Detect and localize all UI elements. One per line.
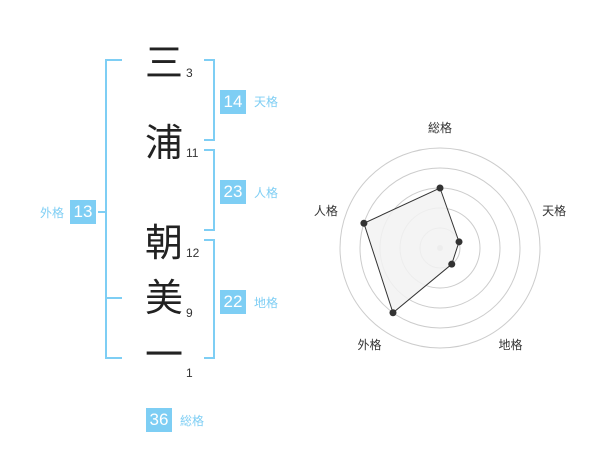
- soukaku-label: 総格: [180, 414, 205, 428]
- radar-point-3: [448, 260, 456, 268]
- radar-point-1: [436, 184, 444, 192]
- stroke-count-2: 11: [186, 146, 199, 160]
- gaikaku-bracket: [105, 59, 122, 359]
- radar-ring-4: [359, 167, 521, 329]
- radar-axis-label-5: 人格: [314, 203, 338, 218]
- radar-point-5: [360, 219, 368, 227]
- radar-point-2: [455, 238, 463, 246]
- name-char-5: 一: [144, 333, 183, 377]
- radar-axis-label-1: 総格: [428, 120, 452, 135]
- radar-axis-label-4: 外格: [357, 337, 381, 352]
- chikaku-label: 地格: [254, 296, 279, 310]
- stroke-count-5: 1: [186, 366, 193, 380]
- name-char-1: 三: [144, 41, 183, 85]
- jinkaku-value-badge: 23: [220, 180, 246, 204]
- chikaku-value-badge: 22: [220, 290, 246, 314]
- jinkaku-label: 人格: [254, 186, 279, 200]
- tenkaku-label: 天格: [254, 95, 279, 109]
- soukaku-value-badge: 36: [146, 408, 172, 432]
- radar-ring-5: [339, 147, 541, 349]
- chikaku-bracket: [204, 239, 215, 359]
- name-char-2: 浦: [144, 121, 183, 165]
- radar-shape: [363, 187, 460, 314]
- gaikaku-value-badge: 13: [70, 200, 96, 224]
- name-char-3: 朝: [144, 221, 183, 265]
- tenkaku-value-badge: 14: [220, 90, 246, 114]
- jinkaku-bracket: [204, 149, 215, 231]
- radar-points: [360, 184, 463, 317]
- tenkaku-bracket: [204, 59, 215, 141]
- radar-axis-label-2: 天格: [542, 203, 566, 218]
- radar-axis-label-3: 地格: [499, 337, 523, 352]
- stroke-count-1: 3: [186, 66, 193, 80]
- stroke-count-4: 9: [186, 306, 193, 320]
- stroke-count-3: 12: [186, 246, 200, 260]
- radar-point-4: [389, 309, 397, 317]
- name-char-4: 美: [144, 276, 183, 320]
- gaikaku-label: 外格: [40, 206, 65, 220]
